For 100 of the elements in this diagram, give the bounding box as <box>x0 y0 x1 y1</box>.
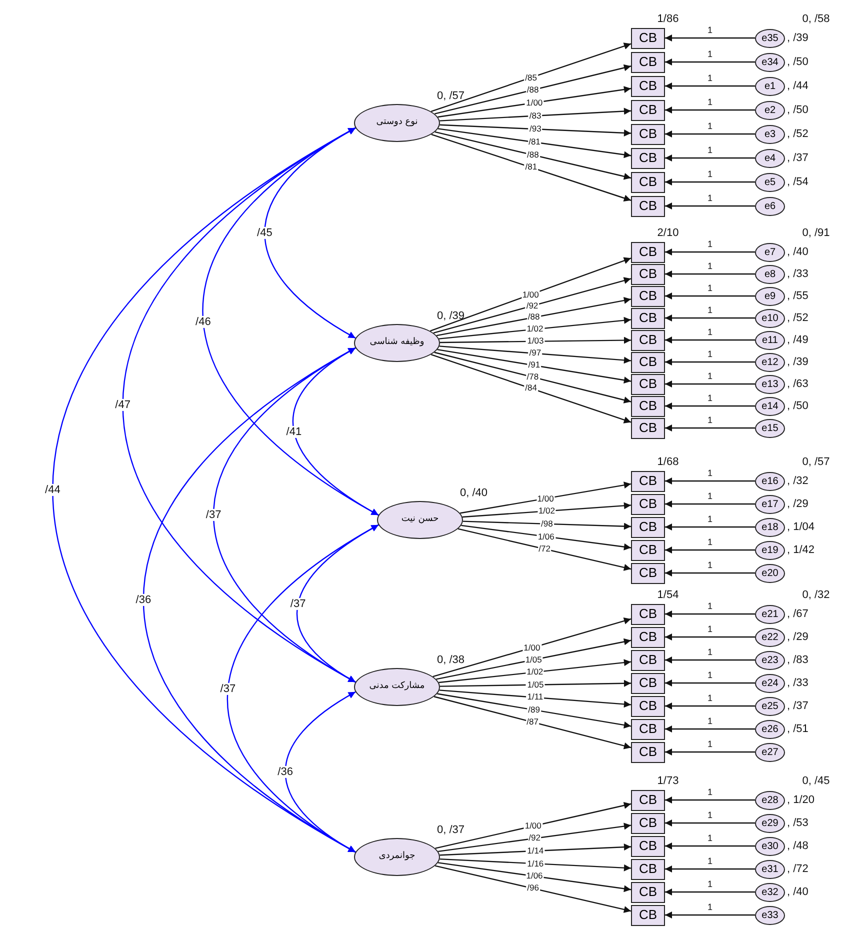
error-circle: e26 <box>755 720 785 738</box>
variance-label: , /32 <box>787 474 808 488</box>
error-circle: e8 <box>755 264 785 284</box>
indicator-box: CB <box>631 418 665 438</box>
arrow <box>462 502 632 518</box>
edge-label: 1/00 <box>524 821 542 831</box>
edge-label: 1 <box>708 811 712 821</box>
arrow <box>665 358 755 366</box>
error-circle: e10 <box>755 308 785 328</box>
edge-label: 1/06 <box>525 872 544 881</box>
edge-label: /44 <box>44 484 62 496</box>
edge-label: 1/00 <box>525 98 544 108</box>
edge-label: /84 <box>524 384 538 394</box>
arrow <box>665 796 755 804</box>
value-label: 1/73 <box>657 774 679 788</box>
arrow <box>665 748 755 756</box>
error-circle: e1 <box>755 76 785 96</box>
value-label: 1/86 <box>657 12 679 26</box>
arrow <box>665 888 755 896</box>
variance-label: , /29 <box>787 498 808 510</box>
error-circle: e11 <box>755 330 785 350</box>
arrow <box>437 349 632 384</box>
variance-label: , /33 <box>787 676 808 690</box>
variance-label: 0, /40 <box>460 486 488 499</box>
error-circle: e19 <box>755 540 785 560</box>
arrow <box>440 336 631 344</box>
variance-label: , /39 <box>787 32 808 44</box>
error-circle: e20 <box>755 564 785 582</box>
arrow <box>440 108 632 122</box>
edge-label: /81 <box>524 162 538 172</box>
arrow <box>434 64 632 114</box>
arrow <box>460 482 632 514</box>
error-circle: e30 <box>755 836 785 856</box>
variance-label: , /40 <box>787 246 808 258</box>
arrow <box>436 638 632 680</box>
edge-label: 1/02 <box>537 506 556 516</box>
arrow <box>665 106 755 114</box>
indicator-box: CB <box>631 742 665 762</box>
arrow <box>665 842 755 850</box>
edge-label: 1 <box>708 74 712 84</box>
edge-label: /91 <box>527 360 542 370</box>
indicator-box: CB <box>631 696 665 716</box>
edge-label: 1/06 <box>536 532 556 542</box>
indicator-box: CB <box>631 286 665 306</box>
indicator-box: CB <box>631 650 665 670</box>
indicator-box: CB <box>631 100 665 120</box>
variance-label: , /44 <box>787 80 808 92</box>
arrow <box>665 912 755 918</box>
edge-label: /89 <box>527 705 541 715</box>
edge-label: 1/02 <box>526 324 544 334</box>
arrow <box>436 297 632 336</box>
edge-label: 1 <box>708 788 712 798</box>
value-label: 1/68 <box>657 456 679 468</box>
indicator-box: CB <box>631 196 665 216</box>
arrow <box>665 202 755 210</box>
edge-label: /96 <box>526 884 540 894</box>
variance-label: , /52 <box>787 128 808 140</box>
edge-label: 1 <box>708 515 712 525</box>
edge-label: 1 <box>708 625 712 635</box>
indicator-box: CB <box>631 148 665 168</box>
error-circle: e21 <box>755 604 785 624</box>
error-circle: e6 <box>755 196 785 216</box>
arrow <box>440 858 632 872</box>
indicator-box: CB <box>631 516 665 538</box>
arrow <box>432 618 632 678</box>
error-circle: e35 <box>755 28 785 48</box>
arrow <box>440 680 632 687</box>
edge-label: /37 <box>204 508 222 522</box>
variance-label: , /53 <box>787 816 808 830</box>
indicator-box: CB <box>631 124 665 144</box>
indicator-box: CB <box>631 672 665 694</box>
variance-label: 0, /37 <box>437 824 465 836</box>
edge-label: 1 <box>708 328 712 338</box>
edge-label: 1 <box>708 262 712 272</box>
edge-label: /97 <box>528 348 542 358</box>
edge-label: 1 <box>708 903 712 913</box>
covariance-arrow <box>284 691 356 853</box>
indicator-box: CB <box>631 718 665 740</box>
latent-ellipse: مشارکت مدنی <box>354 668 440 706</box>
error-circle: e29 <box>755 814 785 832</box>
indicator-box: CB <box>631 242 665 262</box>
edge-label: /36 <box>276 766 294 778</box>
edge-label: /92 <box>525 301 540 310</box>
edge-label: /81 <box>528 138 542 147</box>
arrow <box>665 424 755 432</box>
arrow <box>431 134 632 202</box>
arrow <box>665 478 755 484</box>
arrow <box>439 346 632 364</box>
edge-label: 1 <box>708 170 712 180</box>
edge-label: 1 <box>708 416 712 426</box>
indicator-box: CB <box>631 52 665 72</box>
arrow <box>462 520 632 530</box>
variance-label: 0, /38 <box>437 654 465 666</box>
error-circle: e17 <box>755 494 785 514</box>
edge-label: /41 <box>285 425 303 438</box>
arrow <box>434 865 632 913</box>
error-circle: e34 <box>755 52 785 72</box>
value-label: 0, /45 <box>802 774 830 788</box>
edge-label: /88 <box>526 150 540 160</box>
variance-label: , /37 <box>787 152 808 164</box>
